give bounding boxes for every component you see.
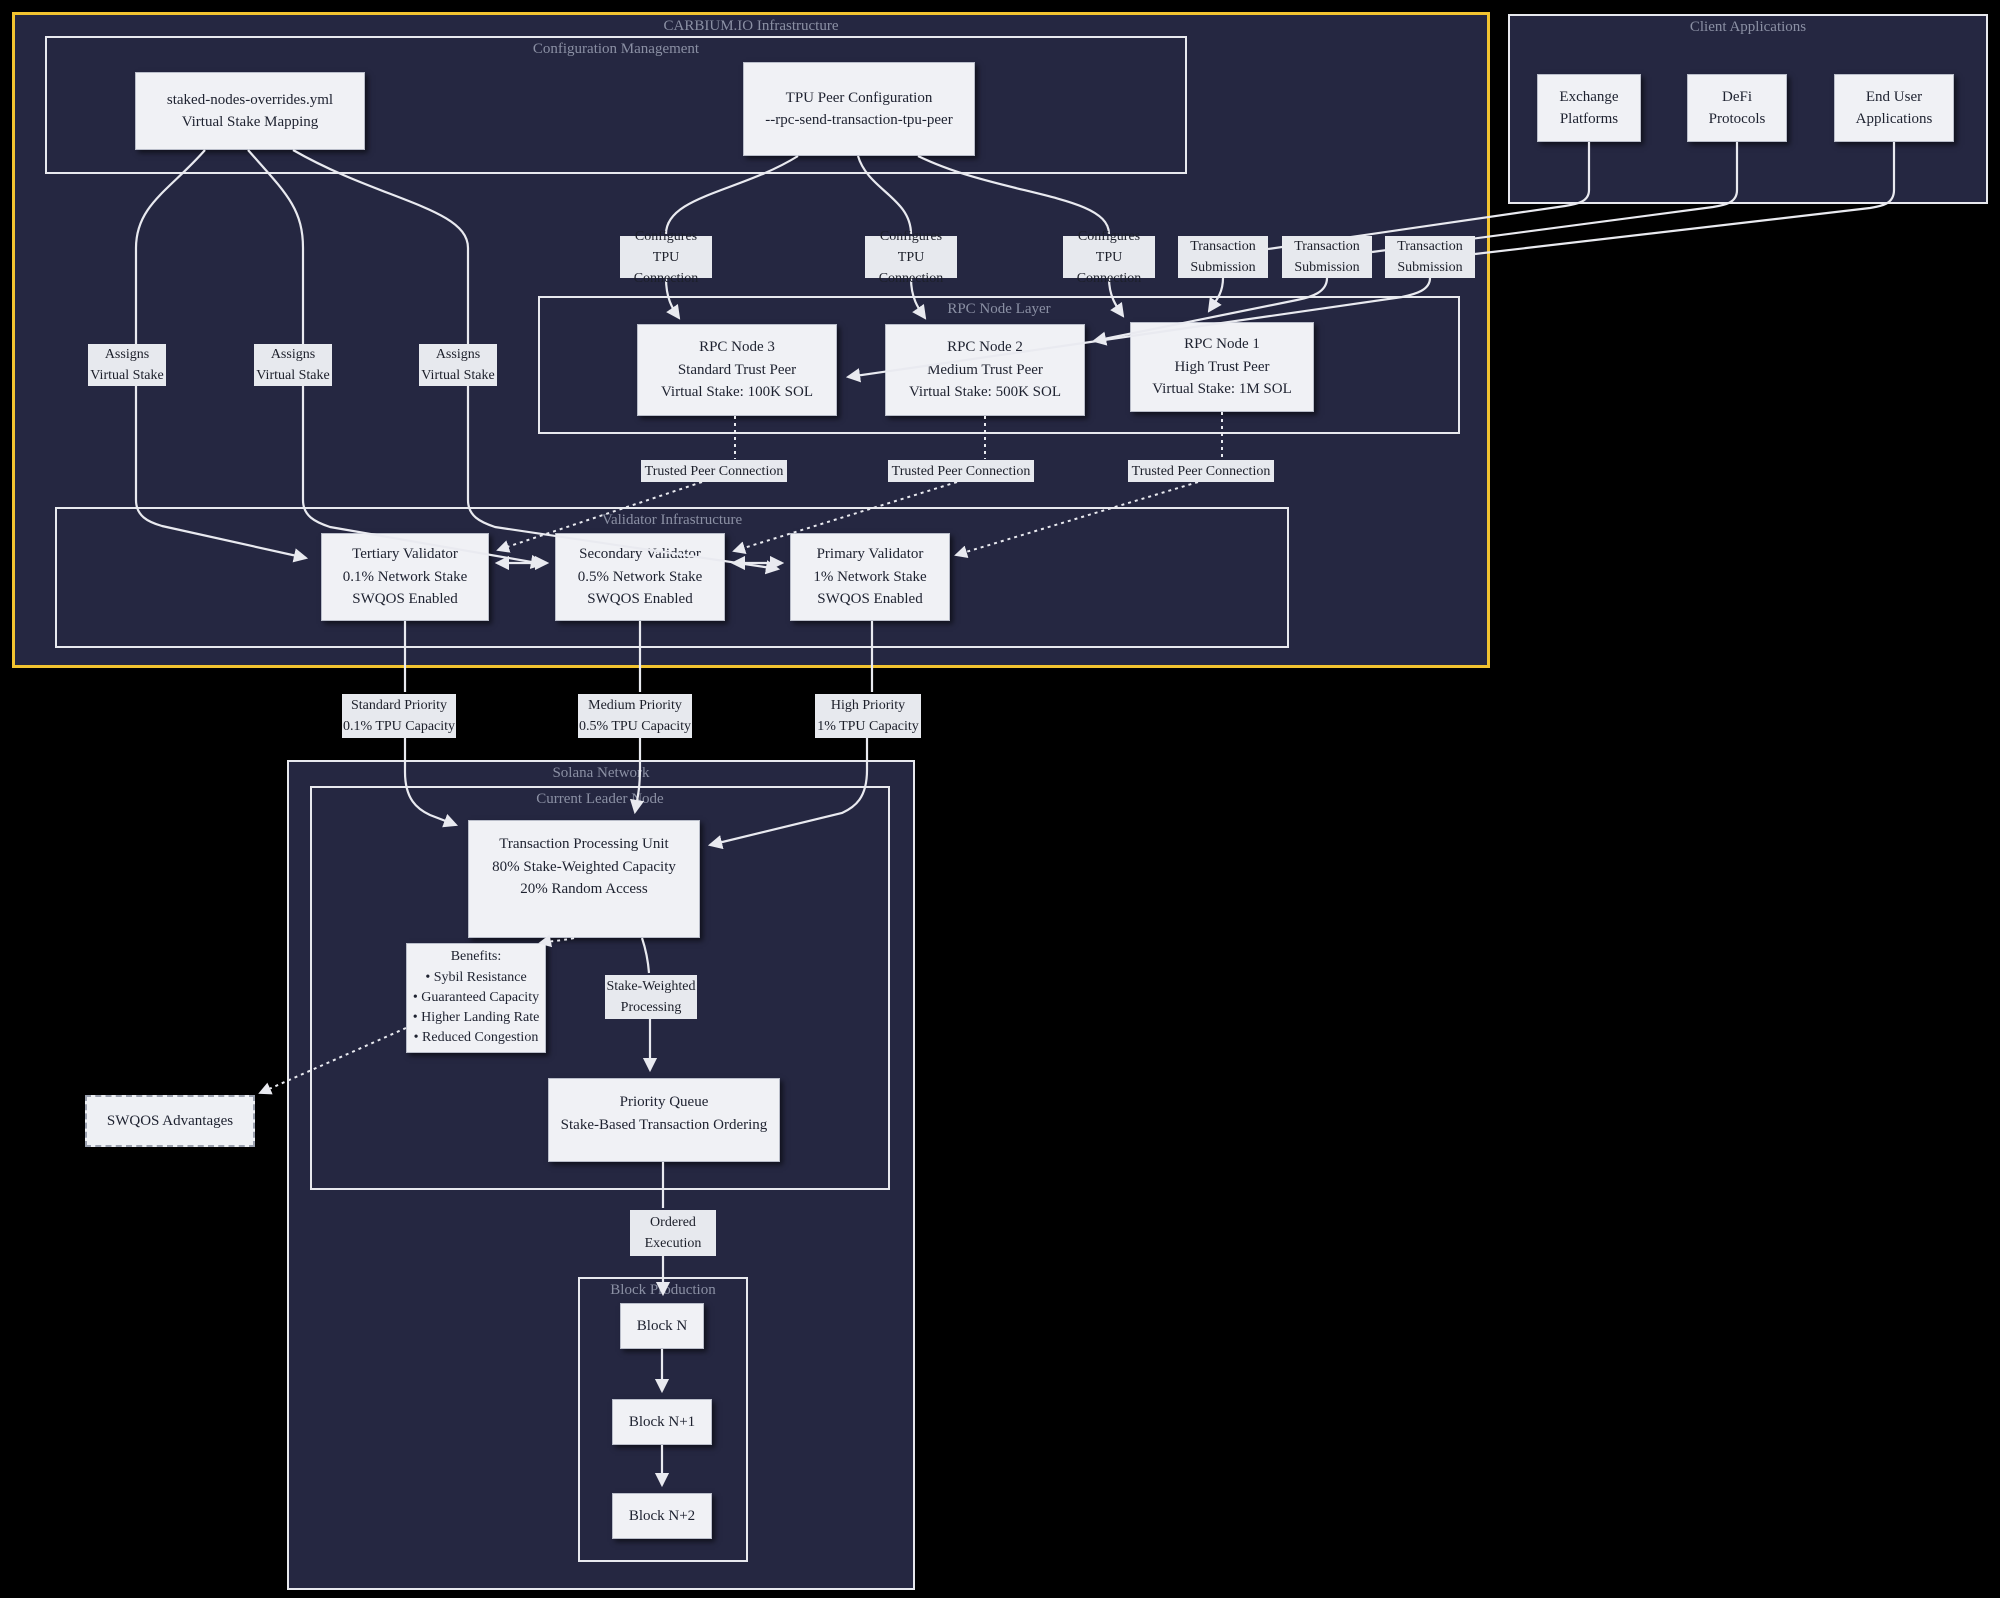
edge-label-trusted-peer-1: Trusted Peer Connection: [641, 460, 787, 482]
node-tertiary-validator: Tertiary Validator 0.1% Network Stake SW…: [321, 533, 489, 621]
node-block-n2: Block N+2: [612, 1493, 712, 1539]
container-block-prod-title: Block Production: [610, 1282, 716, 1298]
node-block-n: Block N: [620, 1303, 704, 1349]
edge-label-stake-weighted-processing: Stake-Weighted Processing: [605, 975, 697, 1019]
node-tpu-peer-configuration: TPU Peer Configuration --rpc-send-transa…: [743, 62, 975, 156]
node-swqos-advantages: SWQOS Advantages: [85, 1095, 255, 1147]
edge-label-tx-submission-2: Transaction Submission: [1282, 236, 1372, 278]
container-validator-title: Validator Infrastructure: [601, 512, 743, 528]
edge-label-ordered-execution: Ordered Execution: [630, 1210, 716, 1256]
container-carbium-title: CARBIUM.IO Infrastructure: [663, 18, 839, 34]
edge-label-configures-3: Configures TPU Connection: [1063, 229, 1155, 286]
node-staked-overrides: staked-nodes-overrides.yml Virtual Stake…: [135, 72, 365, 150]
edge-label-assigns-1: Assigns Virtual Stake: [88, 344, 166, 386]
edge-label-tx-submission-1: Transaction Submission: [1178, 236, 1268, 278]
node-swqos-benefits: Benefits: • Sybil Resistance • Guarantee…: [406, 943, 546, 1053]
edge-label-configures-2: Configures TPU Connection: [865, 229, 957, 286]
container-config-title: Configuration Management: [532, 41, 700, 57]
container-rpc-layer-title: RPC Node Layer: [947, 301, 1051, 317]
edge-label-trusted-peer-3: Trusted Peer Connection: [1128, 460, 1274, 482]
node-rpc-node-2: RPC Node 2 Medium Trust Peer Virtual Sta…: [885, 324, 1085, 416]
node-priority-queue: Priority Queue Stake-Based Transaction O…: [548, 1078, 780, 1162]
node-secondary-validator: Secondary Validator 0.5% Network Stake S…: [555, 533, 725, 621]
node-primary-validator: Primary Validator 1% Network Stake SWQOS…: [790, 533, 950, 621]
edge-label-trusted-peer-2: Trusted Peer Connection: [888, 460, 1034, 482]
node-exchange-platforms: Exchange Platforms: [1537, 74, 1641, 142]
container-solana-title: Solana Network: [552, 765, 650, 781]
edge-label-assigns-3: Assigns Virtual Stake: [419, 344, 497, 386]
node-end-user-applications: End User Applications: [1834, 74, 1954, 142]
node-rpc-node-3: RPC Node 3 Standard Trust Peer Virtual S…: [637, 324, 837, 416]
node-block-n1: Block N+1: [612, 1399, 712, 1445]
container-leader-title: Current Leader Node: [536, 791, 664, 807]
node-defi-protocols: DeFi Protocols: [1687, 74, 1787, 142]
edge-label-configures-1: Configures TPU Connection: [620, 229, 712, 286]
node-rpc-node-1: RPC Node 1 High Trust Peer Virtual Stake…: [1130, 322, 1314, 412]
container-client-apps-title: Client Applications: [1689, 19, 1807, 35]
edge-label-medium-priority: Medium Priority 0.5% TPU Capacity: [578, 694, 692, 738]
edge-label-high-priority: High Priority 1% TPU Capacity: [815, 694, 921, 738]
edge-label-assigns-2: Assigns Virtual Stake: [254, 344, 332, 386]
node-transaction-processing-unit: Transaction Processing Unit 80% Stake-We…: [468, 820, 700, 938]
edge-label-standard-priority: Standard Priority 0.1% TPU Capacity: [342, 694, 456, 738]
edge-label-tx-submission-3: Transaction Submission: [1385, 236, 1475, 278]
